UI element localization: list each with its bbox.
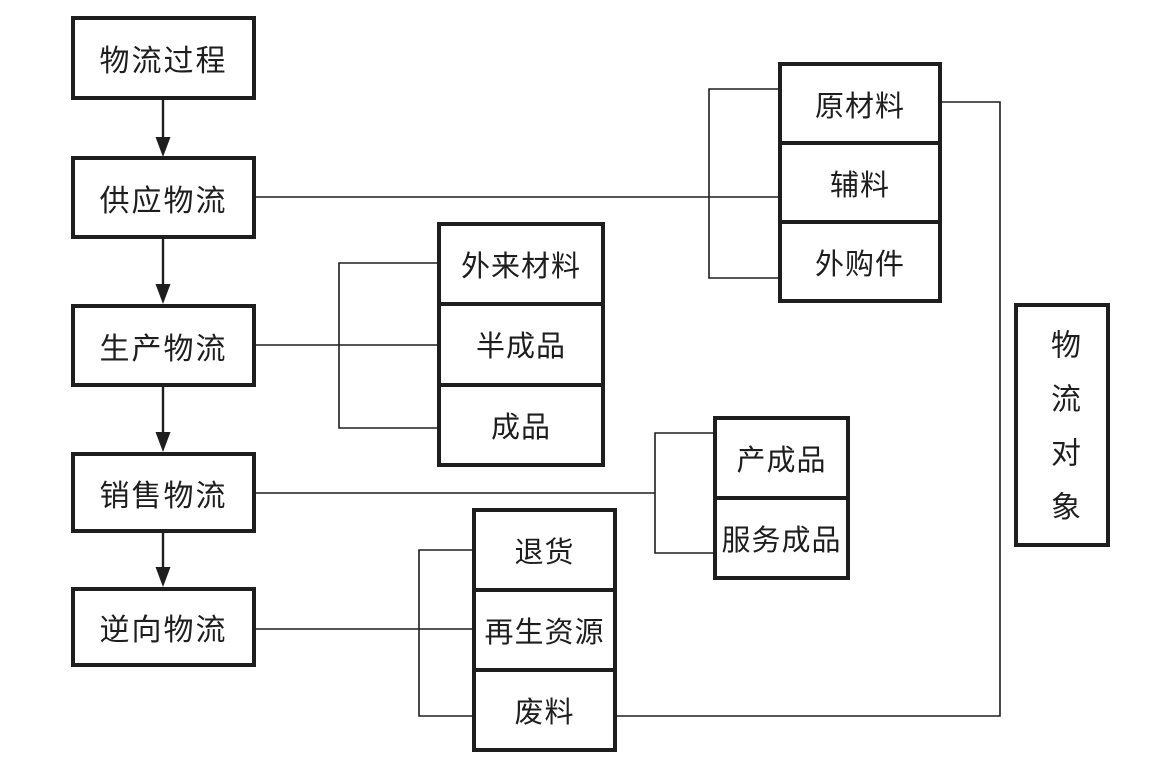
group-row-label: 辅料 [829, 167, 890, 202]
flow-box-label: 逆向物流 [99, 613, 228, 648]
group-row-auxiliary-material: 辅料 [782, 141, 938, 220]
connector-raw-material-waste-loop [617, 101, 1001, 717]
logistics-object-label: 物流对象 [1045, 329, 1080, 545]
group-row-label: 再生资源 [484, 615, 605, 649]
group-reverse-items: 退货 再生资源 废料 [472, 508, 617, 752]
group-row-label: 外来材料 [460, 249, 581, 284]
flow-box-label: 供应物流 [99, 183, 228, 219]
connector-supply-bracket [708, 88, 778, 279]
group-row-label: 成品 [490, 409, 551, 444]
connector-reverse-bracket [418, 549, 472, 717]
group-row-raw-material: 原材料 [782, 66, 938, 141]
flow-box-label: 生产物流 [99, 331, 228, 367]
group-row-label: 原材料 [814, 88, 905, 123]
group-row-label: 废料 [514, 695, 575, 729]
arrow-sales-to-reverse-head [155, 567, 171, 587]
group-row-label: 产成品 [736, 443, 827, 477]
group-row-manufactured-product: 产成品 [717, 420, 846, 496]
group-sales-items: 产成品 服务成品 [713, 416, 850, 580]
flow-box-production-logistics: 生产物流 [71, 304, 256, 387]
flow-box-logistics-process: 物流过程 [71, 16, 256, 100]
group-row-label: 退货 [514, 535, 575, 569]
connector-sales-bracket [654, 432, 713, 554]
flow-box-supply-logistics: 供应物流 [71, 156, 256, 239]
group-row-label: 外购件 [814, 246, 905, 281]
group-row-finished-product: 成品 [441, 382, 601, 463]
group-row-semi-finished: 半成品 [441, 302, 601, 382]
connector-production-bracket [338, 262, 437, 429]
flow-box-reverse-logistics: 逆向物流 [71, 587, 256, 667]
flow-box-sales-logistics: 销售物流 [71, 452, 256, 533]
group-row-purchased-parts: 外购件 [782, 220, 938, 299]
group-row-recycled-resources: 再生资源 [476, 588, 613, 668]
group-row-label: 半成品 [475, 329, 566, 364]
arrow-production-to-sales-head [155, 432, 171, 452]
arrow-supply-to-production-head [155, 284, 171, 304]
box-logistics-object: 物流对象 [1014, 303, 1110, 547]
group-row-service-product: 服务成品 [717, 496, 846, 576]
flow-box-label: 销售物流 [99, 478, 228, 514]
group-row-waste: 废料 [476, 668, 613, 748]
group-production-items: 外来材料 半成品 成品 [437, 222, 605, 467]
group-row-label: 服务成品 [721, 523, 842, 557]
group-row-returns: 退货 [476, 512, 613, 588]
flow-box-label: 物流过程 [99, 44, 228, 79]
group-row-external-material: 外来材料 [441, 226, 601, 302]
arrow-process-to-supply-head [155, 137, 171, 157]
group-supply-items: 原材料 辅料 外购件 [778, 62, 942, 303]
